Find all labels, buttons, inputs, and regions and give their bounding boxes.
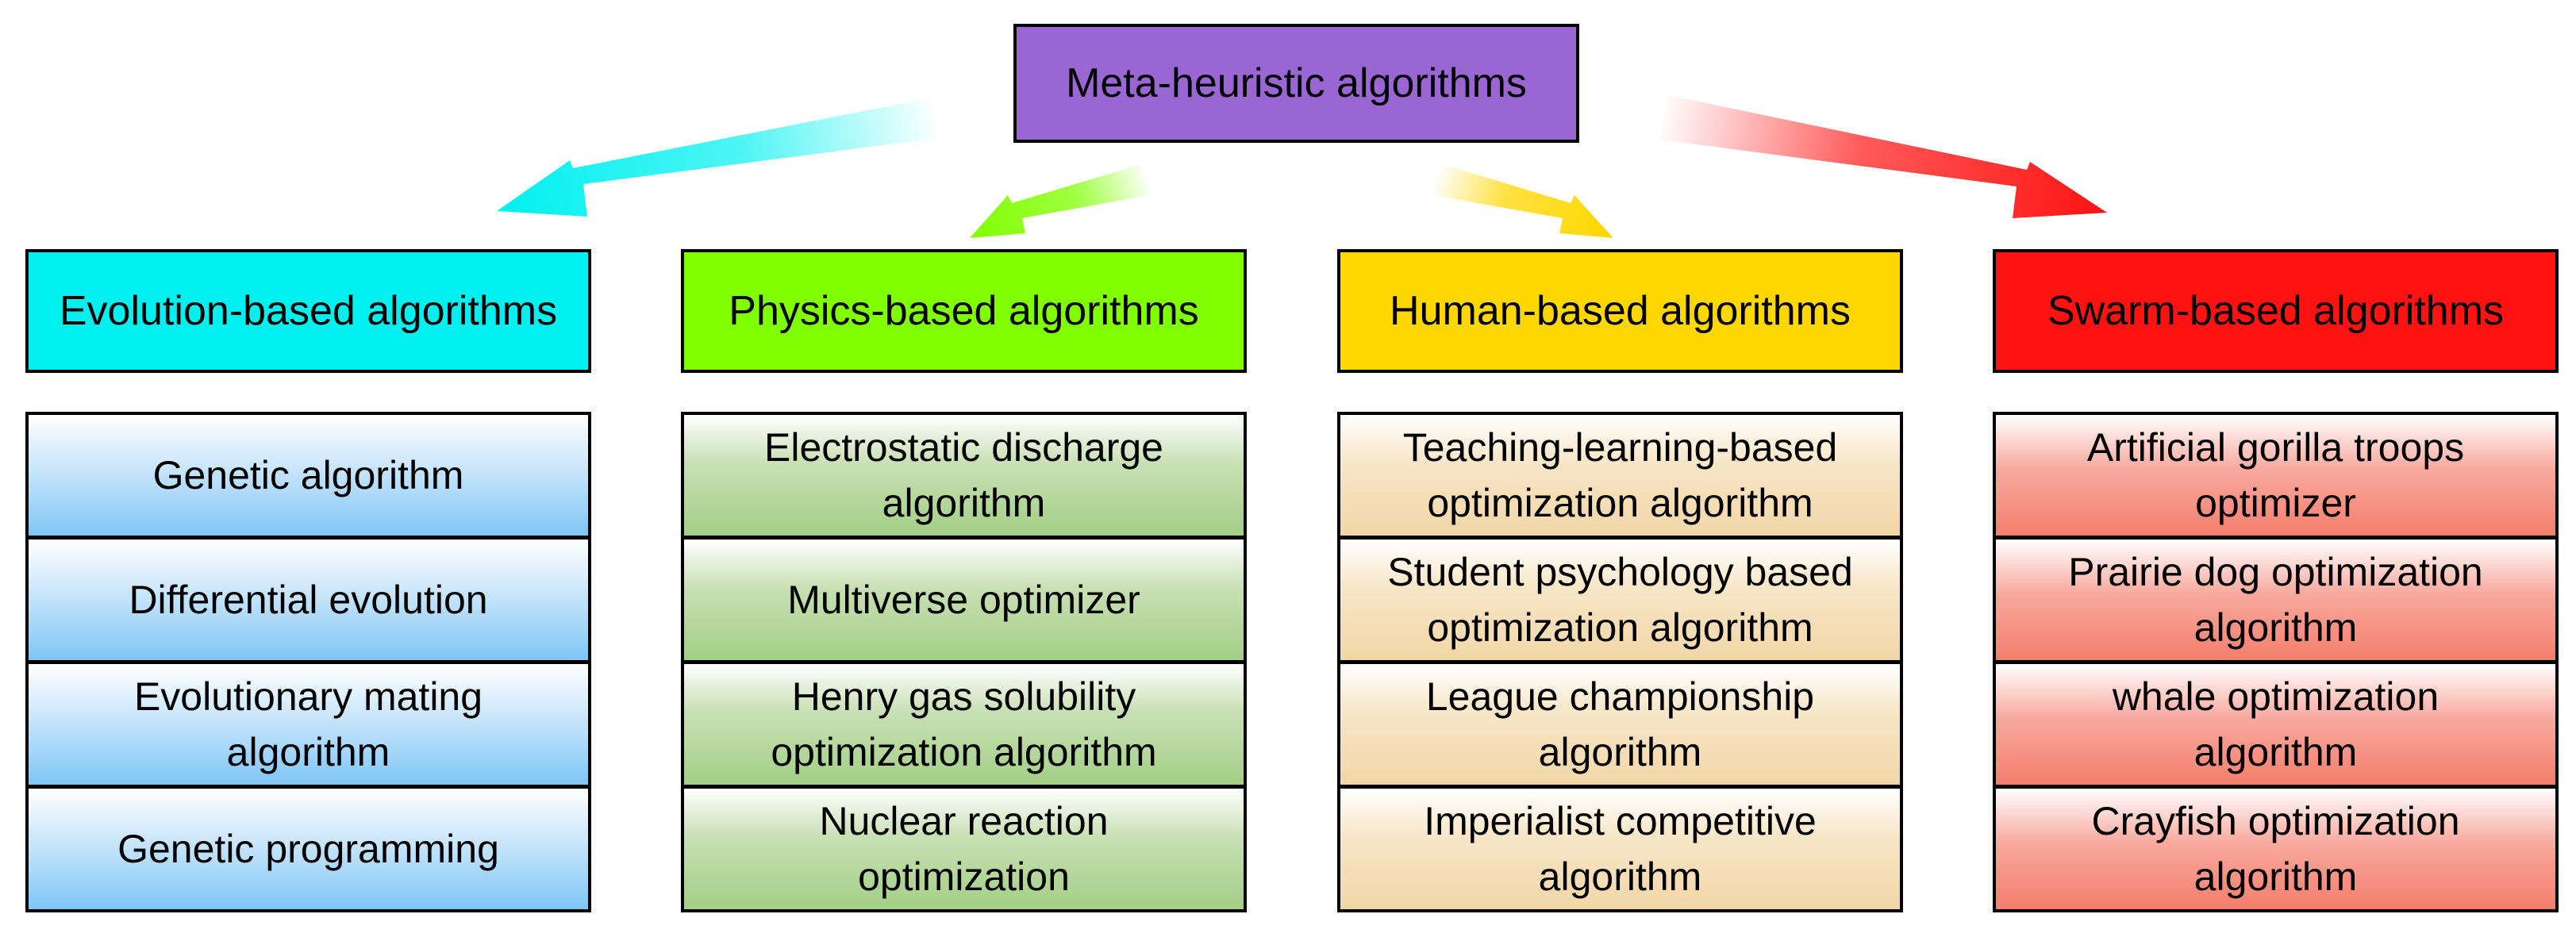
arrow-human [1433,164,1613,238]
category-label: Swarm-based algorithms [2047,288,2505,334]
category-human: Human-based algorithms [1337,249,1903,373]
category-evolution: Evolution-based algorithms [25,249,591,373]
arrow-swarm [1660,95,2107,218]
arrow-evolution [497,98,938,217]
algorithm-item: Genetic algorithm [25,412,591,539]
algorithm-item: Nuclear reaction optimization [681,785,1247,912]
algorithm-item: Evolutionary mating algorithm [25,661,591,788]
root-node: Meta-heuristic algorithms [1013,24,1579,143]
category-label: Evolution-based algorithms [59,288,558,334]
root-label: Meta-heuristic algorithms [1066,60,1527,106]
algorithm-item: Prairie dog optimization algorithm [1993,536,2559,663]
category-label: Human-based algorithms [1390,288,1851,334]
category-label: Physics-based algorithms [729,288,1199,334]
algorithm-item: League championship algorithm [1337,661,1903,788]
algorithm-item: Henry gas solubility optimization algori… [681,661,1247,788]
category-swarm: Swarm-based algorithms [1993,249,2559,373]
algorithm-item: Artificial gorilla troops optimizer [1993,412,2559,539]
category-physics: Physics-based algorithms [681,249,1247,373]
algorithm-item: Student psychology based optimization al… [1337,536,1903,663]
algorithm-item: whale optimization algorithm [1993,661,2559,788]
algorithm-item: Crayfish optimization algorithm [1993,785,2559,912]
algorithm-item: Genetic programming [25,785,591,912]
algorithm-item: Differential evolution [25,536,591,663]
algorithm-item: Electrostatic discharge algorithm [681,412,1247,539]
algorithm-item: Teaching-learning-based optimization alg… [1337,412,1903,539]
algorithm-item: Multiverse optimizer [681,536,1247,663]
algorithm-item: Imperialist competitive algorithm [1337,785,1903,912]
arrow-physics [970,164,1150,238]
